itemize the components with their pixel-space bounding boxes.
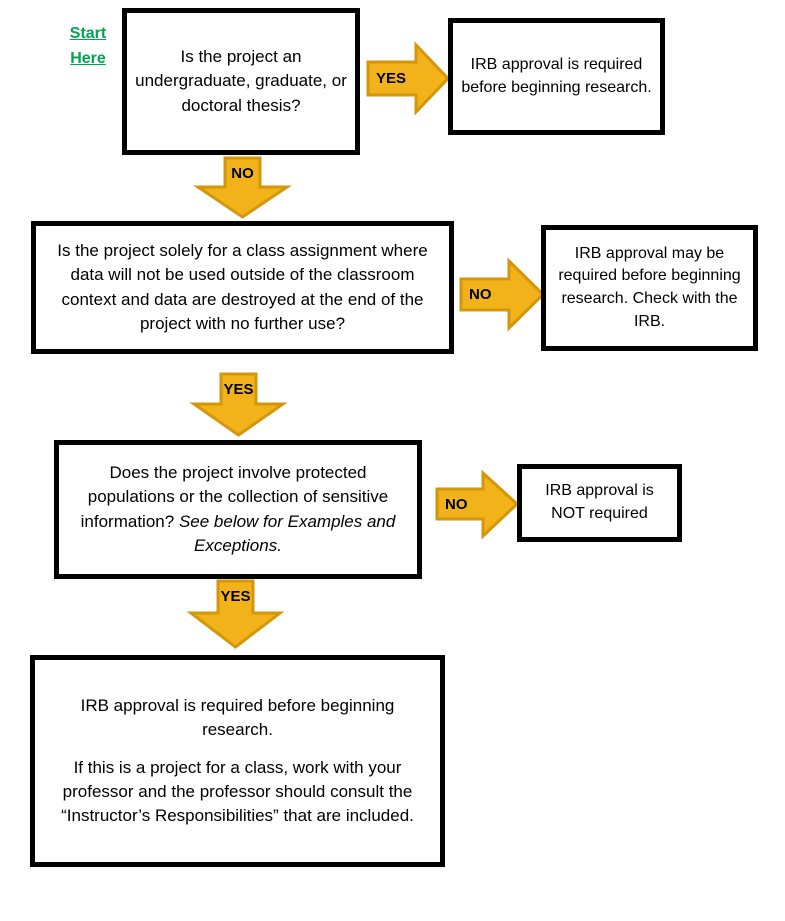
start-here-link[interactable]: Start Here: [58, 22, 118, 72]
decision-box-class-assignment-text: Is the project solely for a class assign…: [57, 241, 428, 333]
decision-box-protected-populations-text: Does the project involve protected popul…: [59, 461, 417, 558]
decision-box-protected-populations-italic: See below for Examples and Exceptions.: [178, 511, 396, 555]
result-box-irb-required[interactable]: IRB approval is required before beginnin…: [448, 18, 665, 135]
start-here-line-2: Here: [70, 49, 106, 67]
arrow-no-to-irb-not-required: NO: [435, 469, 520, 540]
final-paragraph-2: If this is a project for a class, work w…: [61, 757, 414, 826]
result-box-irb-not-required-text: IRB approval is NOT required: [545, 482, 654, 522]
decision-box-protected-populations[interactable]: Does the project involve protected popul…: [54, 440, 422, 579]
arrow-no-to-class-assignment: NO: [193, 156, 292, 219]
decision-box-thesis[interactable]: Is the project an undergraduate, graduat…: [122, 8, 360, 155]
result-box-irb-may-be-required[interactable]: IRB approval may be required before begi…: [541, 225, 758, 351]
arrow-yes-to-protected-populations: YES: [189, 372, 288, 437]
result-box-irb-required-text: IRB approval is required before beginnin…: [461, 55, 652, 96]
arrow-no-to-irb-may-be-required: NO: [459, 257, 546, 332]
arrow-yes-to-final-result: YES: [186, 579, 285, 649]
decision-box-thesis-text: Is the project an undergraduate, graduat…: [135, 47, 347, 115]
result-box-irb-not-required[interactable]: IRB approval is NOT required: [517, 464, 682, 542]
result-box-final-instructions[interactable]: IRB approval is required before beginnin…: [30, 655, 445, 867]
result-box-irb-may-be-required-text: IRB approval may be required before begi…: [558, 244, 741, 330]
start-here-line-1: Start: [69, 25, 107, 42]
decision-box-class-assignment[interactable]: Is the project solely for a class assign…: [31, 221, 454, 354]
decision-box-protected-populations-plain: Does the project involve protected popul…: [80, 463, 389, 531]
result-box-final-instructions-text: IRB approval is required before beginnin…: [35, 694, 440, 829]
arrow-yes-to-irb-required: YES: [366, 41, 451, 116]
final-paragraph-1: IRB approval is required before beginnin…: [80, 695, 395, 739]
